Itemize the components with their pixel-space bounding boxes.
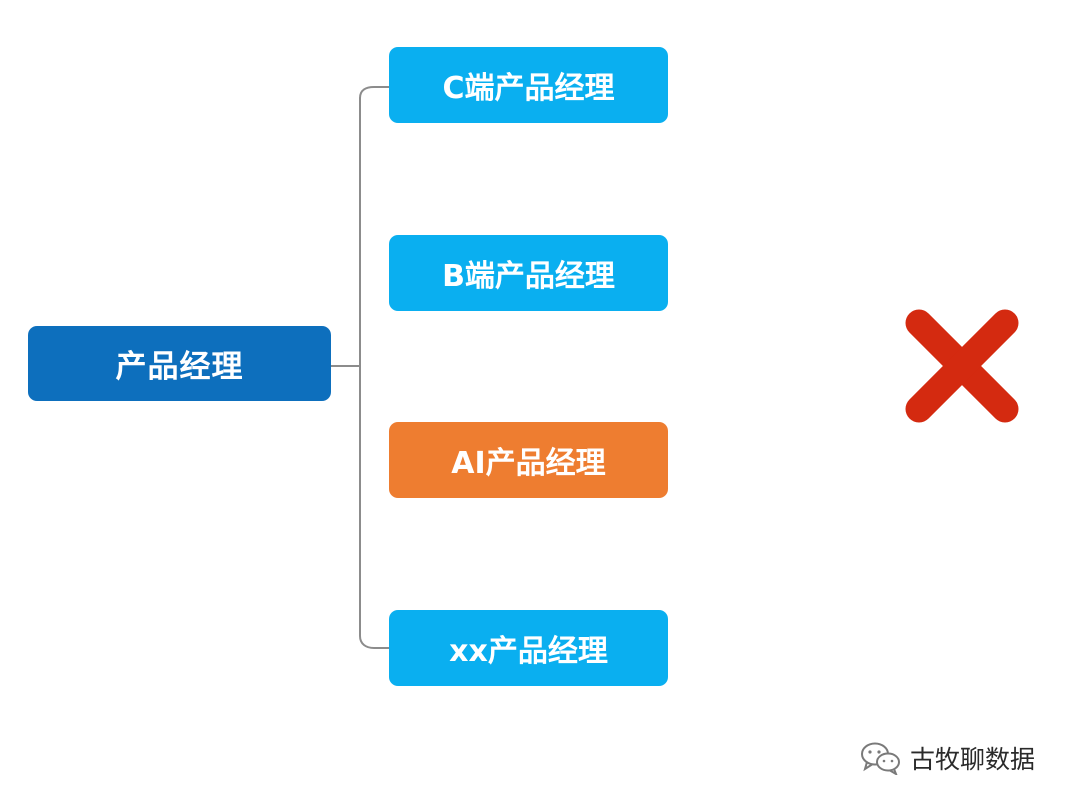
red-cross-icon — [905, 309, 1019, 423]
child-node-xx-pm[interactable]: xx产品经理 — [389, 610, 668, 686]
child-node-label: AI产品经理 — [451, 446, 606, 481]
root-node-label: 产品经理 — [115, 349, 244, 385]
child-node-label: C端产品经理 — [442, 71, 615, 106]
child-node-label: B端产品经理 — [442, 259, 615, 294]
watermark-text: 古牧聊数据 — [910, 745, 1036, 774]
watermark: 古牧聊数据 — [860, 738, 1035, 778]
root-node[interactable]: 产品经理 — [28, 326, 331, 401]
child-node-label: xx产品经理 — [449, 634, 608, 669]
child-node-c-end-pm[interactable]: C端产品经理 — [389, 47, 668, 123]
child-node-b-end-pm[interactable]: B端产品经理 — [389, 235, 668, 311]
child-node-ai-pm[interactable]: AI产品经理 — [389, 422, 668, 498]
wechat-icon — [861, 742, 900, 775]
connector-trunk — [359, 86, 390, 649]
